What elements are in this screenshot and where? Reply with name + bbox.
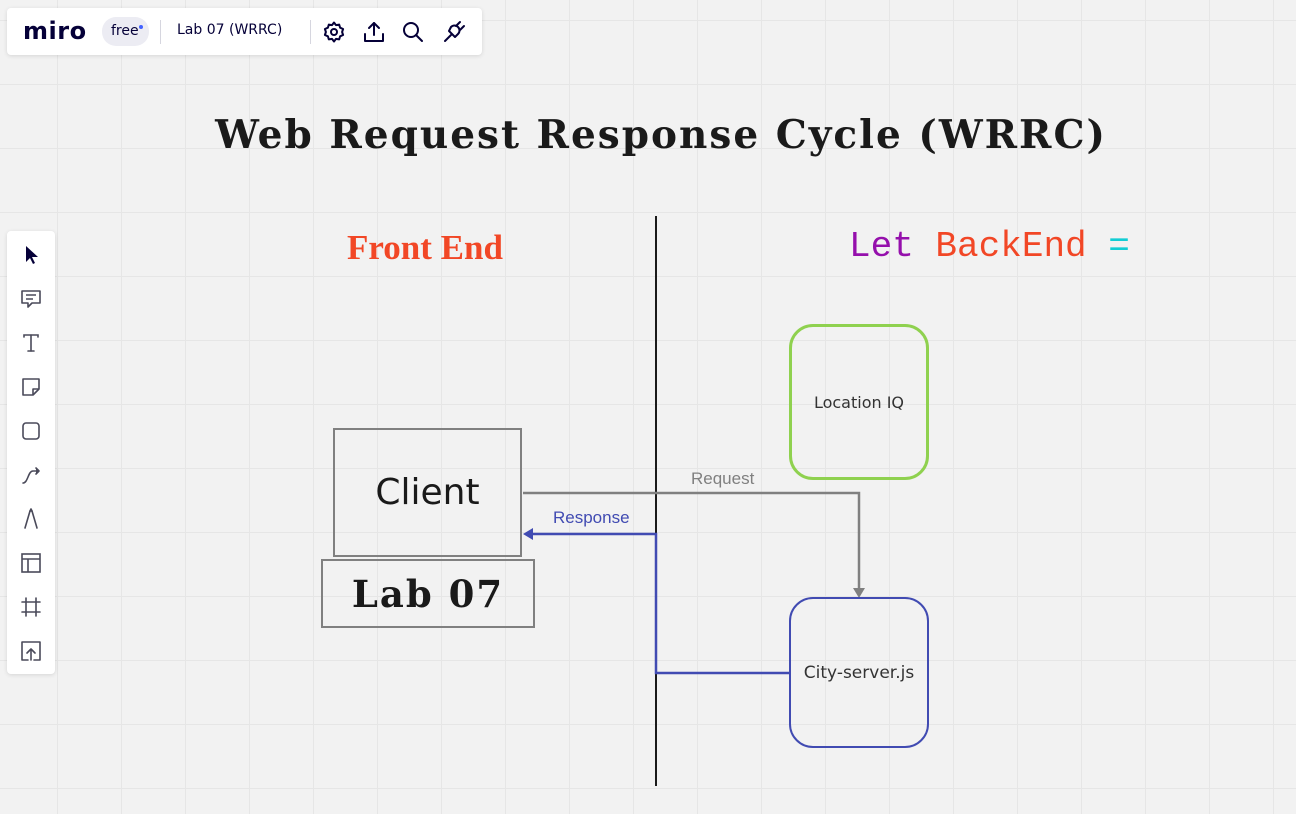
miro-logo[interactable]: miro	[23, 17, 87, 45]
frame-icon[interactable]	[19, 595, 43, 619]
top-toolbar: miro free Lab 07 (WRRC)	[7, 8, 482, 55]
comment-icon[interactable]	[19, 287, 43, 311]
lab-node[interactable]: Lab 07	[321, 559, 535, 628]
toolbar-divider	[310, 20, 311, 44]
search-icon[interactable]	[401, 20, 425, 44]
back-end-code-label[interactable]: Let BackEnd =	[849, 226, 1130, 267]
response-label[interactable]: Response	[553, 508, 630, 527]
shape-icon[interactable]	[19, 419, 43, 443]
client-node[interactable]: Client	[333, 428, 522, 557]
diagram-heading[interactable]: Web Request Response Cycle (WRRC)	[215, 112, 1107, 158]
board-title[interactable]: Lab 07 (WRRC)	[177, 22, 283, 38]
select-cursor-icon[interactable]	[19, 243, 43, 267]
upload-icon[interactable]	[19, 639, 43, 663]
location-iq-node[interactable]: Location IQ	[789, 324, 929, 480]
text-icon[interactable]	[19, 331, 43, 355]
tools-panel	[7, 231, 55, 674]
connection-line-icon[interactable]	[19, 463, 43, 487]
frame-template-icon[interactable]	[19, 551, 43, 575]
sticky-note-icon[interactable]	[19, 375, 43, 399]
plan-badge-dot	[138, 25, 143, 29]
divider-line[interactable]	[655, 216, 657, 786]
code-keyword: Let	[849, 226, 914, 267]
plug-icon[interactable]	[442, 20, 466, 44]
request-label[interactable]: Request	[691, 469, 755, 488]
pen-icon[interactable]	[19, 507, 43, 531]
response-connector	[532, 532, 789, 675]
code-variable: BackEnd	[935, 226, 1087, 267]
response-arrowhead	[523, 528, 533, 540]
settings-icon[interactable]	[322, 20, 346, 44]
plan-badge-label: free	[111, 23, 139, 39]
city-server-node[interactable]: City-server.js	[789, 597, 929, 748]
front-end-label[interactable]: Front End	[347, 228, 503, 267]
code-operator: =	[1108, 226, 1130, 267]
plan-badge[interactable]: free	[102, 17, 149, 46]
share-upload-icon[interactable]	[362, 20, 386, 44]
toolbar-divider	[160, 20, 161, 44]
